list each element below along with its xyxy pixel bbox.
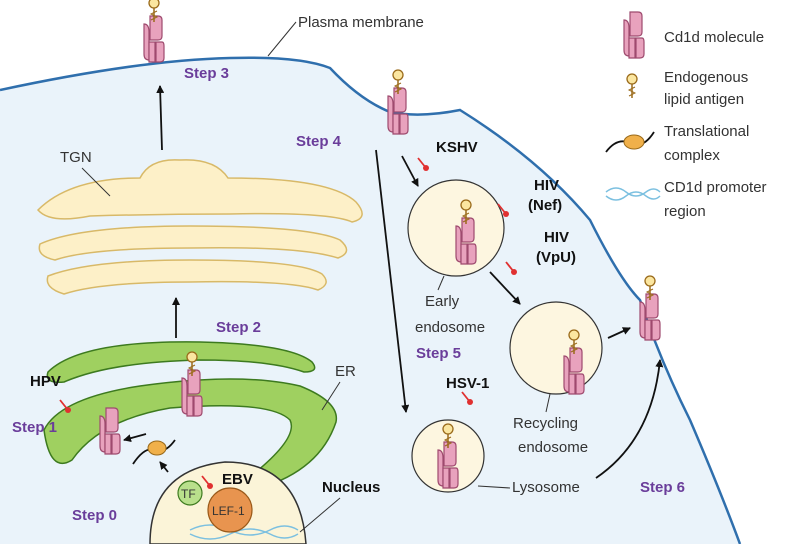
legend-translational-label-2: complex <box>664 147 720 164</box>
step-label-3: Step 3 <box>184 65 229 82</box>
step-label-1: Step 1 <box>12 419 57 436</box>
arrow-early-to-recycling <box>489 271 521 305</box>
plasma-membrane <box>0 56 742 544</box>
tgn-label: TGN <box>60 149 92 166</box>
legend-lipid-label-1: Endogenous <box>664 69 748 86</box>
translational-complex <box>132 439 176 465</box>
legend-lipid-label-2: lipid antigen <box>664 91 744 108</box>
lysosome-leader <box>477 485 511 489</box>
tgn-cisterna-2 <box>38 225 348 261</box>
arrow-recycling-to-surface <box>607 327 631 339</box>
virus-label-kshv: KSHV <box>436 139 478 156</box>
virus-label-hiv-nef-2: (Nef) <box>528 197 562 214</box>
tgn-cisterna-1 <box>36 159 363 223</box>
lysosome-label: Lysosome <box>512 479 580 496</box>
legend-translational-label-1: Translational <box>664 123 749 140</box>
step-label-5: Step 5 <box>416 345 461 362</box>
arrow-translation-to-er <box>123 433 147 443</box>
step-label-2: Step 2 <box>216 319 261 336</box>
recycling-endosome-label-1: Recycling <box>513 415 578 432</box>
step-label-6: Step 6 <box>640 479 685 496</box>
promoter-dna-legend-icon <box>605 187 661 201</box>
tgn-leader <box>81 167 111 197</box>
legend-promoter-label-2: region <box>664 203 706 220</box>
er-cisterna-upper <box>46 341 316 384</box>
arrow-lysosome-to-surface <box>595 359 664 479</box>
cytoplasm <box>0 57 740 544</box>
translational-complex-icon <box>605 131 655 153</box>
early-endosome-leader <box>437 275 445 291</box>
nucleus-label: Nucleus <box>322 479 380 496</box>
arrow-surface-to-early-endosome <box>401 155 419 187</box>
lef1-label: LEF-1 <box>212 504 245 518</box>
virus-label-hiv-vpu-2: (VpU) <box>536 249 576 266</box>
cd1d-molecule-surface-step6 <box>640 276 660 340</box>
tgn-cisterna-3 <box>46 259 327 295</box>
early-endosome-label-1: Early <box>425 293 460 310</box>
er-label: ER <box>335 363 356 380</box>
virus-label-ebv: EBV <box>222 471 253 488</box>
lipid-antigen-icon <box>626 73 638 99</box>
virus-label-hiv-nef-1: HIV <box>534 177 559 194</box>
early-endosome-label-2: endosome <box>415 319 485 336</box>
ribosome <box>147 440 167 456</box>
cd1d-molecule-surface-step4 <box>388 70 408 134</box>
tgn <box>36 159 363 295</box>
nucleus <box>149 461 307 544</box>
plasma-membrane-label: Plasma membrane <box>298 14 424 31</box>
arrow-tgn-to-surface <box>156 85 165 151</box>
legend-promoter-label-1: CD1d promoter <box>664 179 767 196</box>
virus-label-hiv-vpu-1: HIV <box>544 229 569 246</box>
tf-label: TF <box>181 487 196 501</box>
recycling-endosome <box>509 301 603 395</box>
promoter-dna-icon-strand <box>189 528 299 540</box>
tf-protein <box>177 480 203 506</box>
cd1d-molecule-icon <box>623 11 645 59</box>
legend: Cd1d molecule Endogenous lipid antigen T… <box>605 11 767 220</box>
legend-cd1d-label: Cd1d molecule <box>664 29 764 46</box>
nucleus-leader <box>299 497 341 533</box>
recycling-endosome-leader <box>545 393 551 413</box>
er-leader <box>321 381 341 411</box>
recycling-endosome-label-2: endosome <box>518 439 588 456</box>
arrow-nucleus-to-translation <box>159 461 169 473</box>
cd1d-molecule-surface-step3 <box>144 0 164 62</box>
plasma-membrane-leader <box>267 21 297 57</box>
virus-label-hsv1: HSV-1 <box>446 375 489 392</box>
arrow-surface-to-lysosome <box>375 149 410 413</box>
step-label-4: Step 4 <box>296 133 342 150</box>
step-label-0: Step 0 <box>72 507 117 524</box>
promoter-dna-icon <box>189 524 299 536</box>
virus-label-hpv: HPV <box>30 373 61 390</box>
lef1-protein <box>207 487 253 533</box>
